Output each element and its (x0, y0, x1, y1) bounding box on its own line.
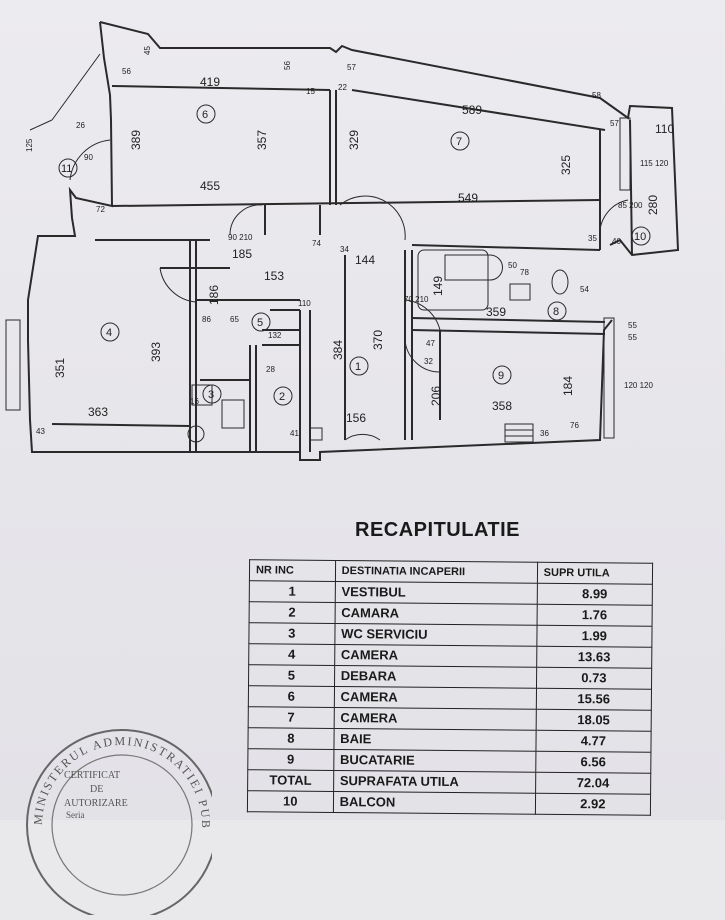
svg-text:186: 186 (207, 285, 221, 305)
room-id-3: 3 (208, 389, 214, 401)
plan-walls (5, 21, 680, 461)
svg-text:76: 76 (570, 421, 579, 430)
stamp-line-3: AUTORIZARE (64, 798, 128, 809)
svg-text:185: 185 (232, 247, 252, 261)
room-id-1: 1 (355, 361, 361, 373)
svg-text:90 210: 90 210 (228, 233, 253, 242)
svg-text:78: 78 (520, 268, 529, 277)
svg-text:419: 419 (200, 75, 220, 89)
svg-text:70 210: 70 210 (404, 295, 429, 304)
svg-text:58: 58 (592, 91, 601, 100)
svg-text:50: 50 (508, 261, 517, 270)
svg-text:47: 47 (426, 339, 435, 348)
room-markers: 6 7 4 5 1 2 3 8 9 10 11 (58, 104, 651, 406)
svg-text:329: 329 (347, 130, 361, 150)
svg-text:125: 125 (25, 138, 34, 152)
svg-text:280: 280 (646, 195, 660, 215)
svg-text:43: 43 (36, 427, 45, 436)
svg-text:589: 589 (462, 103, 482, 117)
room-id-5: 5 (257, 317, 263, 329)
svg-text:34: 34 (340, 245, 349, 254)
svg-text:389: 389 (129, 130, 143, 150)
svg-text:149: 149 (431, 276, 445, 296)
plan-fixtures (29, 53, 629, 443)
room-id-10: 10 (634, 231, 646, 243)
svg-text:393: 393 (149, 342, 163, 362)
svg-text:120 120: 120 120 (624, 381, 653, 390)
svg-text:90: 90 (84, 153, 93, 162)
svg-text:110: 110 (298, 299, 311, 308)
svg-text:55: 55 (628, 321, 637, 330)
svg-text:54: 54 (580, 285, 589, 294)
svg-text:35: 35 (588, 234, 597, 243)
room-id-2: 2 (279, 391, 285, 403)
svg-text:115 120: 115 120 (640, 159, 669, 168)
svg-text:363: 363 (88, 405, 108, 419)
room-id-4: 4 (106, 327, 112, 339)
svg-text:55: 55 (628, 333, 637, 342)
svg-text:65: 65 (230, 315, 239, 324)
svg-text:86: 86 (202, 315, 211, 324)
svg-text:206: 206 (429, 386, 443, 406)
svg-text:28: 28 (266, 365, 275, 374)
header-nr: NR INC (249, 559, 336, 582)
svg-text:110: 110 (655, 122, 674, 136)
svg-text:56: 56 (122, 67, 131, 76)
svg-text:57: 57 (610, 119, 619, 128)
svg-text:22: 22 (338, 83, 347, 92)
stamp-line-1: CERTIFICAT (64, 770, 120, 781)
recap-title: RECAPITULATIE (355, 519, 521, 541)
room-id-7: 7 (456, 136, 462, 148)
svg-text:384: 384 (331, 340, 345, 360)
svg-text:56: 56 (283, 61, 292, 70)
plan-dimensions: 419 455 389 357 589 549 329 325 280 110 … (25, 46, 674, 438)
svg-text:156: 156 (346, 411, 366, 425)
svg-text:144: 144 (355, 253, 375, 267)
svg-text:358: 358 (492, 399, 512, 413)
stamp-line-4: Seria (66, 810, 85, 820)
svg-text:32: 32 (424, 357, 433, 366)
svg-text:153: 153 (264, 269, 284, 283)
room-id-9: 9 (498, 370, 504, 382)
header-dest: DESTINATIA INCAPERII (335, 560, 538, 584)
svg-text:45: 45 (143, 46, 152, 55)
header-area: SUPR UTILA (537, 562, 653, 585)
svg-text:455: 455 (200, 179, 220, 193)
svg-text:359: 359 (486, 305, 506, 319)
svg-text:74: 74 (312, 239, 321, 248)
svg-text:184: 184 (561, 376, 575, 396)
svg-text:15: 15 (306, 87, 315, 96)
svg-text:132: 132 (268, 331, 282, 340)
svg-text:26: 26 (76, 121, 85, 130)
svg-text:41: 41 (290, 429, 299, 438)
svg-text:370: 370 (371, 330, 385, 350)
svg-text:16: 16 (190, 397, 199, 406)
svg-text:57: 57 (347, 63, 356, 72)
floor-plan: 6 7 4 5 1 2 3 8 9 10 11 419 455 389 357 … (5, 21, 680, 461)
room-id-6: 6 (202, 109, 208, 121)
authorization-stamp: MINISTERUL ADMINISTRATIEI PUBLICE CERTIF… (7, 704, 218, 920)
stamp-line-2: DE (90, 784, 103, 795)
svg-text:351: 351 (53, 358, 67, 378)
svg-text:36: 36 (540, 429, 549, 438)
room-id-8: 8 (553, 306, 559, 318)
recap-table: NR INC DESTINATIA INCAPERII SUPR UTILA 1… (247, 559, 653, 816)
svg-text:40: 40 (612, 237, 621, 246)
svg-text:325: 325 (559, 155, 573, 175)
room-id-11: 11 (61, 163, 72, 175)
svg-text:72: 72 (96, 205, 105, 214)
svg-text:549: 549 (458, 191, 478, 205)
svg-text:357: 357 (255, 130, 269, 150)
svg-text:85 200: 85 200 (618, 201, 643, 210)
